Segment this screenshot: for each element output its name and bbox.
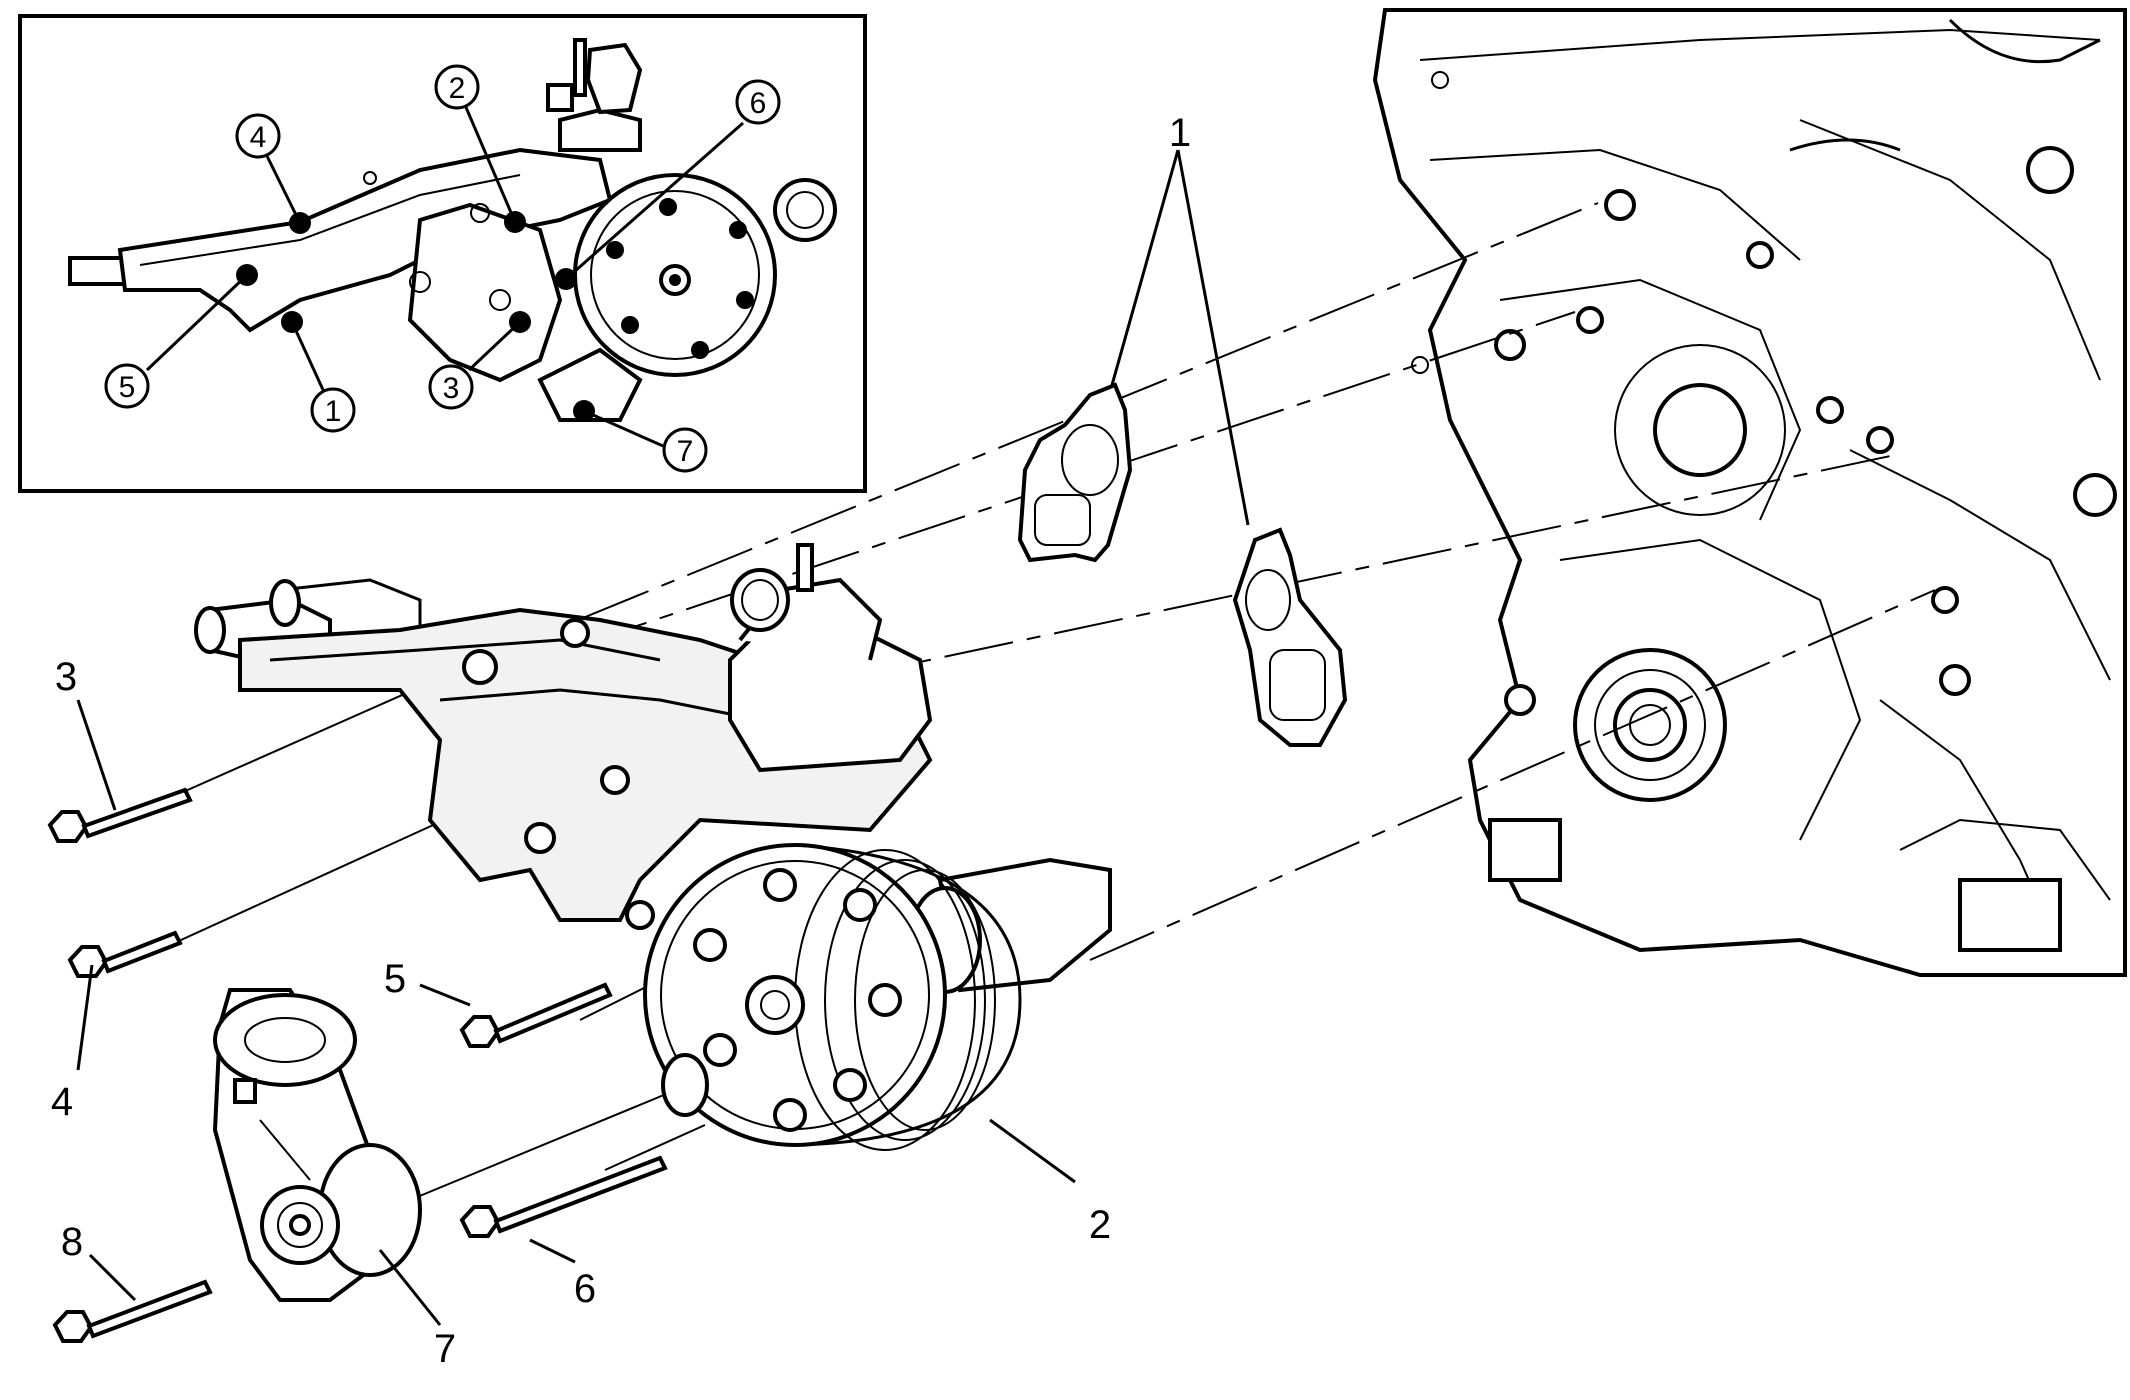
belt-tensioner [212,988,422,1302]
inset-label-3: 3 [428,364,474,410]
callout-2: 2 [1089,1203,1111,1247]
engine-front-cover [1372,8,2127,977]
bolt-5 [459,982,613,1048]
inset-label-6: 6 [735,79,781,125]
gasket-lower [1232,527,1348,747]
callout-8: 8 [61,1220,83,1264]
callout-6: 6 [574,1267,596,1311]
gasket-upper [1017,382,1133,563]
inset-tightening-sequence: 1 2 3 4 5 6 7 [18,14,867,493]
callout-5: 5 [384,957,406,1001]
callout-1: 1 [1169,111,1191,155]
inset-label-2: 2 [434,64,480,110]
callout-3: 3 [55,655,77,699]
inset-pump-housing [68,38,837,422]
bolt-4 [67,930,183,978]
svg-text:7: 7 [677,435,694,468]
bolt-6 [459,1155,668,1238]
inset-label-7: 7 [662,427,708,473]
callout-4: 4 [51,1080,73,1124]
water-pump-assembly [194,543,1112,1151]
inset-label-4: 4 [235,113,281,159]
svg-text:5: 5 [119,371,136,404]
inset-label-1: 1 [310,387,356,433]
bolt-3 [47,787,193,843]
svg-text:3: 3 [443,372,460,405]
svg-text:4: 4 [250,121,267,154]
inset-label-5: 5 [104,363,150,409]
bolt-8 [52,1279,213,1343]
callout-7: 7 [434,1327,456,1371]
svg-text:6: 6 [750,87,767,120]
svg-text:1: 1 [325,395,342,428]
svg-text:2: 2 [449,72,466,105]
callout-leaders [76,149,1250,1326]
